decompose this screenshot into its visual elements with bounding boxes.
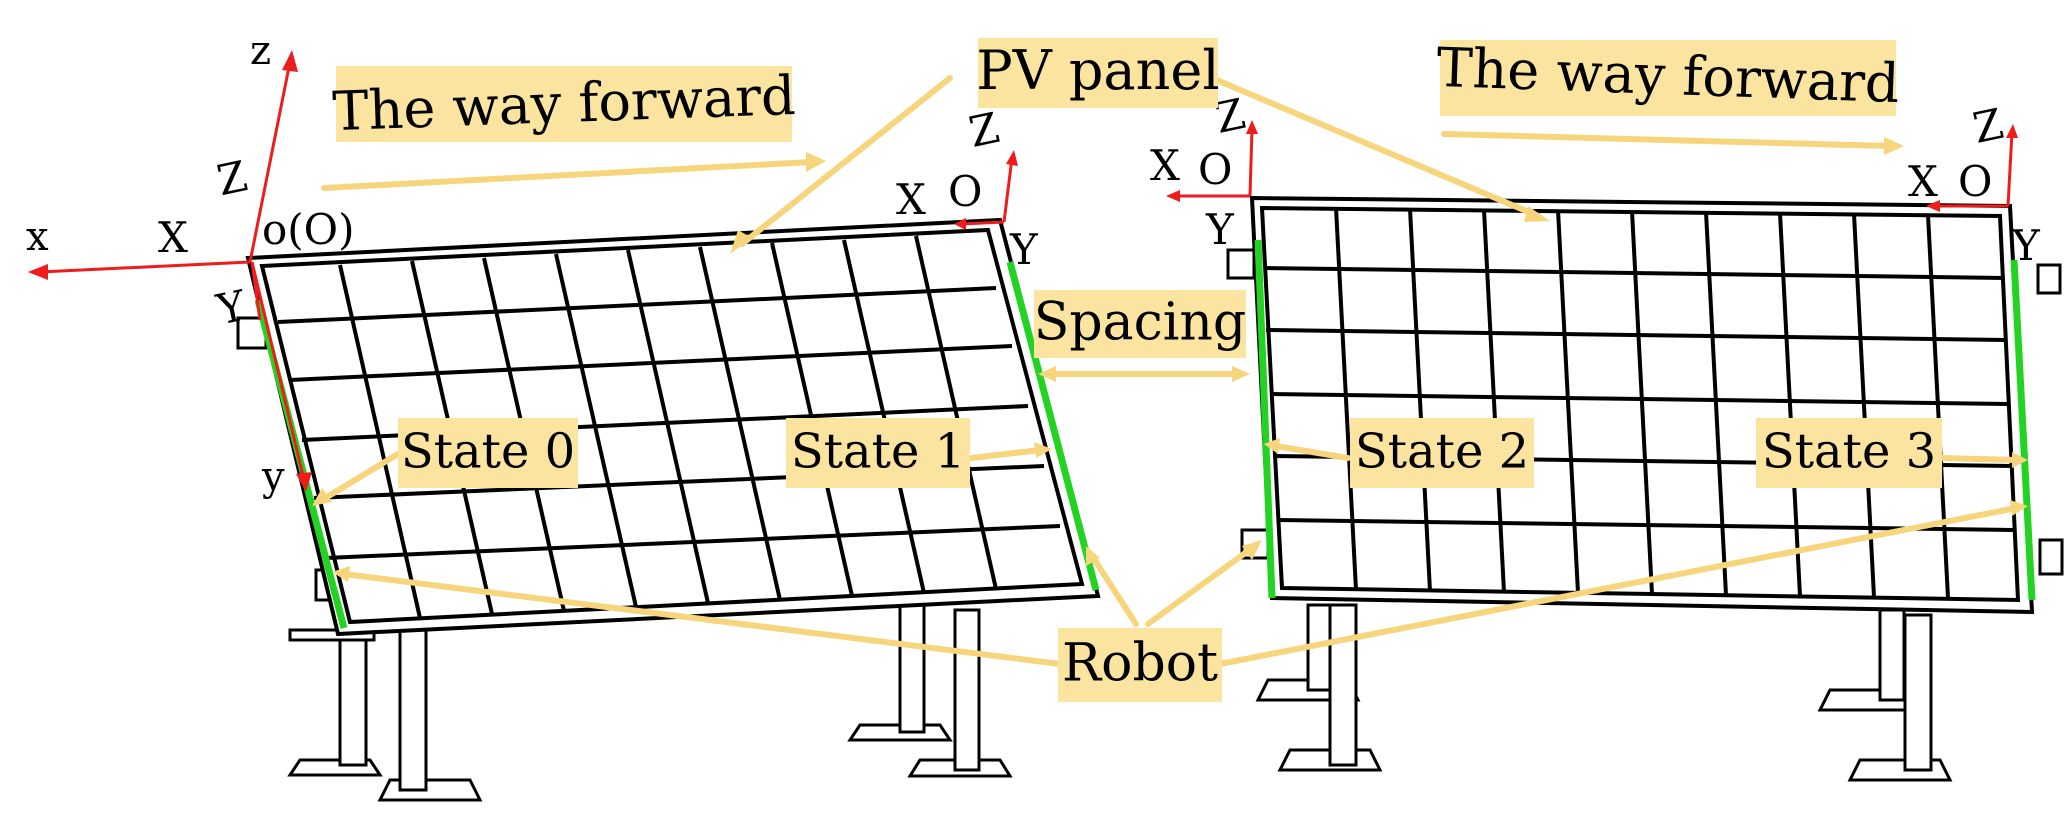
callout-pv-panel: PV panel	[976, 38, 1220, 108]
axis-label-frame2-O: O	[1198, 145, 1232, 194]
axis-label-frame3-Y: Y	[2011, 221, 2041, 270]
axis-label-frame0-Y: Y	[212, 280, 252, 334]
axis-label-z: z	[250, 28, 271, 74]
robot-label: Robot	[1062, 634, 1218, 694]
left-support-structure	[236, 316, 1013, 802]
callout-robot: Robot	[1058, 628, 1222, 702]
axis-label-frame1-O: O	[948, 167, 982, 216]
callout-state0: State 0	[398, 418, 578, 488]
state1-label: State 1	[791, 424, 965, 480]
axis-label-y: y	[261, 454, 285, 500]
axis-label-frame3-X: X	[1908, 157, 1938, 206]
axis-label-frame1-X: X	[896, 175, 926, 224]
callout-state1: State 1	[786, 418, 970, 488]
callout-way-forward-left: The way forward	[331, 64, 796, 143]
pv-panel-right	[1249, 195, 2036, 615]
axis-label-frame3-Z: Z	[1969, 99, 2008, 153]
robot-frame-axes-2	[1166, 120, 1258, 202]
axis-label-x: x	[26, 214, 49, 260]
world-axes	[28, 50, 312, 492]
callout-pointers	[312, 75, 2028, 667]
axis-label-frame0-Z: Z	[213, 151, 252, 205]
state3-label: State 3	[1762, 424, 1936, 480]
axis-label-frame1-Y: Y	[1009, 225, 1039, 274]
robot-state3-rail	[2010, 259, 2036, 601]
robot-frame-axes-1	[954, 150, 1018, 230]
axis-label-frame3-O: O	[1958, 157, 1992, 206]
robot-state2-rail	[1254, 239, 1276, 599]
state0-label: State 0	[401, 424, 575, 480]
callout-state3: State 3	[1756, 418, 1942, 488]
robot-frame-axes-3	[1926, 124, 2018, 212]
pv-panel-label: PV panel	[976, 39, 1219, 102]
axis-label-frame1-Z: Z	[965, 103, 1004, 157]
axis-label-frame0-X: X	[158, 213, 188, 262]
spacing-label: Spacing	[1034, 293, 1246, 353]
origin-label: o(O)	[262, 205, 355, 254]
callout-spacing: Spacing	[1034, 290, 1246, 358]
axis-label-frame2-Y: Y	[1205, 205, 1235, 254]
callout-way-forward-right: The way forward	[1436, 36, 1901, 116]
robot-state1-rail	[1006, 261, 1100, 591]
callout-state2: State 2	[1350, 418, 1534, 488]
state2-label: State 2	[1355, 424, 1529, 480]
axis-label-frame2-X: X	[1150, 141, 1180, 190]
pv-panel-left	[245, 217, 1101, 637]
